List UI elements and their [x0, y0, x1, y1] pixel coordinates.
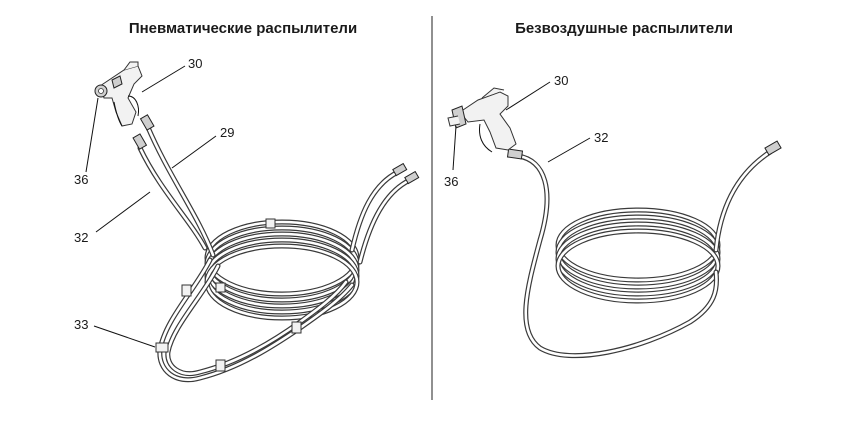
hose-clip-icon	[215, 282, 226, 293]
hose-clip-icon	[265, 218, 276, 229]
spray-gun-icon	[94, 61, 143, 127]
hose-fitting-icon	[139, 114, 155, 131]
air-spray-gun	[94, 61, 143, 127]
hose-clip-icon	[291, 321, 302, 334]
callout-fluid-hose: 32	[594, 130, 608, 145]
callout-nozzle: 36	[74, 172, 88, 187]
callout-fluid-hose: 32	[74, 230, 88, 245]
hose-clip-icon	[155, 342, 169, 353]
hose-fitting-icon	[404, 170, 420, 185]
hose-fitting-icon	[764, 140, 782, 156]
hose-fitting-icon	[392, 162, 408, 177]
right-panel-title: Безвоздушные распылители	[515, 20, 733, 37]
left-panel-title: Пневматические распылители	[129, 20, 357, 37]
hose-clip-icon	[181, 284, 192, 297]
spray-gun-icon	[447, 87, 517, 153]
right-callouts: 30 32 36	[444, 73, 608, 189]
callout-air-hose: 29	[220, 125, 234, 140]
left-callouts: 30 29 36 32 33	[74, 56, 234, 348]
left-panel: Пневматические распылители	[74, 20, 420, 383]
airless-spray-gun	[447, 87, 517, 153]
hose-clip-icon	[215, 359, 226, 372]
right-hose-coil	[506, 140, 782, 359]
hose-fitting-icon	[506, 148, 524, 160]
right-panel: Безвоздушные распылители	[444, 20, 782, 359]
callout-gun: 30	[554, 73, 568, 88]
callout-gun: 30	[188, 56, 202, 71]
callout-clip: 33	[74, 317, 88, 332]
left-hose-coil	[132, 114, 420, 383]
hose-fitting-icon	[132, 133, 148, 150]
callout-nozzle: 36	[444, 174, 458, 189]
